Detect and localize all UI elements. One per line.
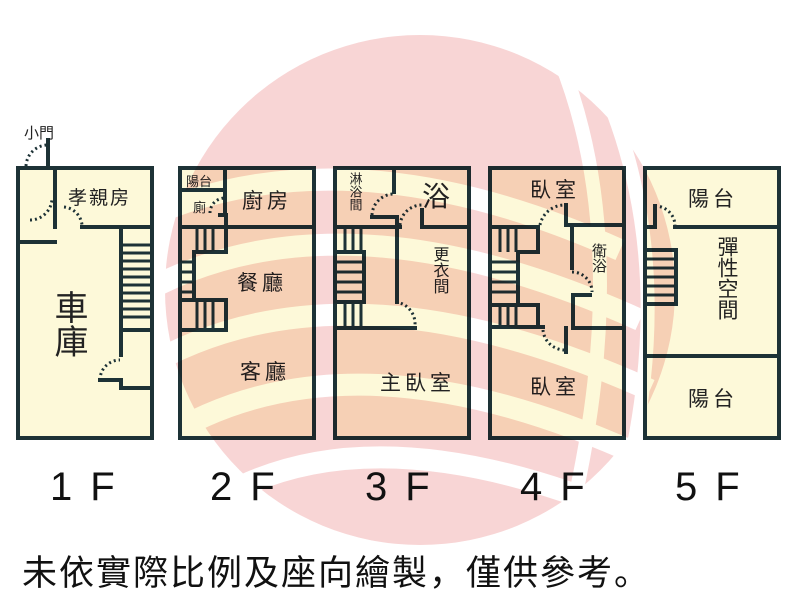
floor-label-1f: 1F bbox=[50, 465, 133, 509]
floor-label-2f: 2F bbox=[210, 465, 293, 509]
floor-label-5f: 5F bbox=[675, 465, 758, 509]
disclaimer-caption: 未依實際比例及座向繪製，僅供參考。 bbox=[22, 554, 651, 594]
floor-label-3f: 3F bbox=[365, 465, 448, 509]
floor-label-4f: 4F bbox=[520, 465, 603, 509]
